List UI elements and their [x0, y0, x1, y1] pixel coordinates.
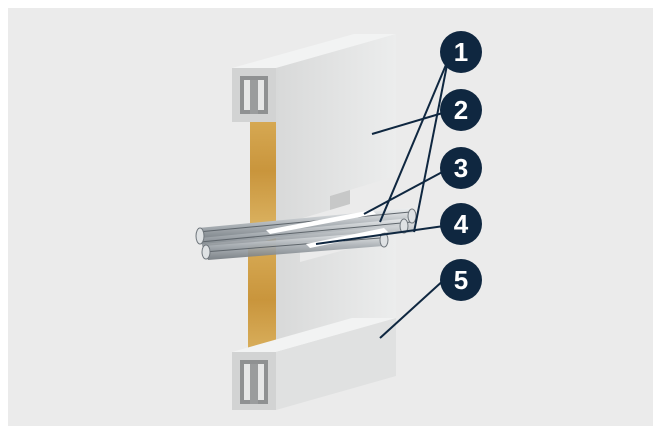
callout-1: 1	[440, 31, 482, 73]
callout-3-number: 3	[454, 153, 468, 183]
callout-1-number: 1	[454, 37, 468, 67]
callout-2: 2	[440, 89, 482, 131]
lower-wall-board	[232, 230, 396, 410]
callout-3: 3	[440, 147, 482, 189]
callout-2-number: 2	[454, 95, 468, 125]
callout-4: 4	[440, 203, 482, 245]
leader-line-1	[414, 60, 448, 232]
callout-4-number: 4	[454, 209, 469, 239]
callout-5: 5	[440, 259, 482, 301]
insulation-upper	[250, 110, 276, 232]
upper-wall-board	[232, 34, 396, 232]
callout-5-number: 5	[454, 265, 468, 295]
